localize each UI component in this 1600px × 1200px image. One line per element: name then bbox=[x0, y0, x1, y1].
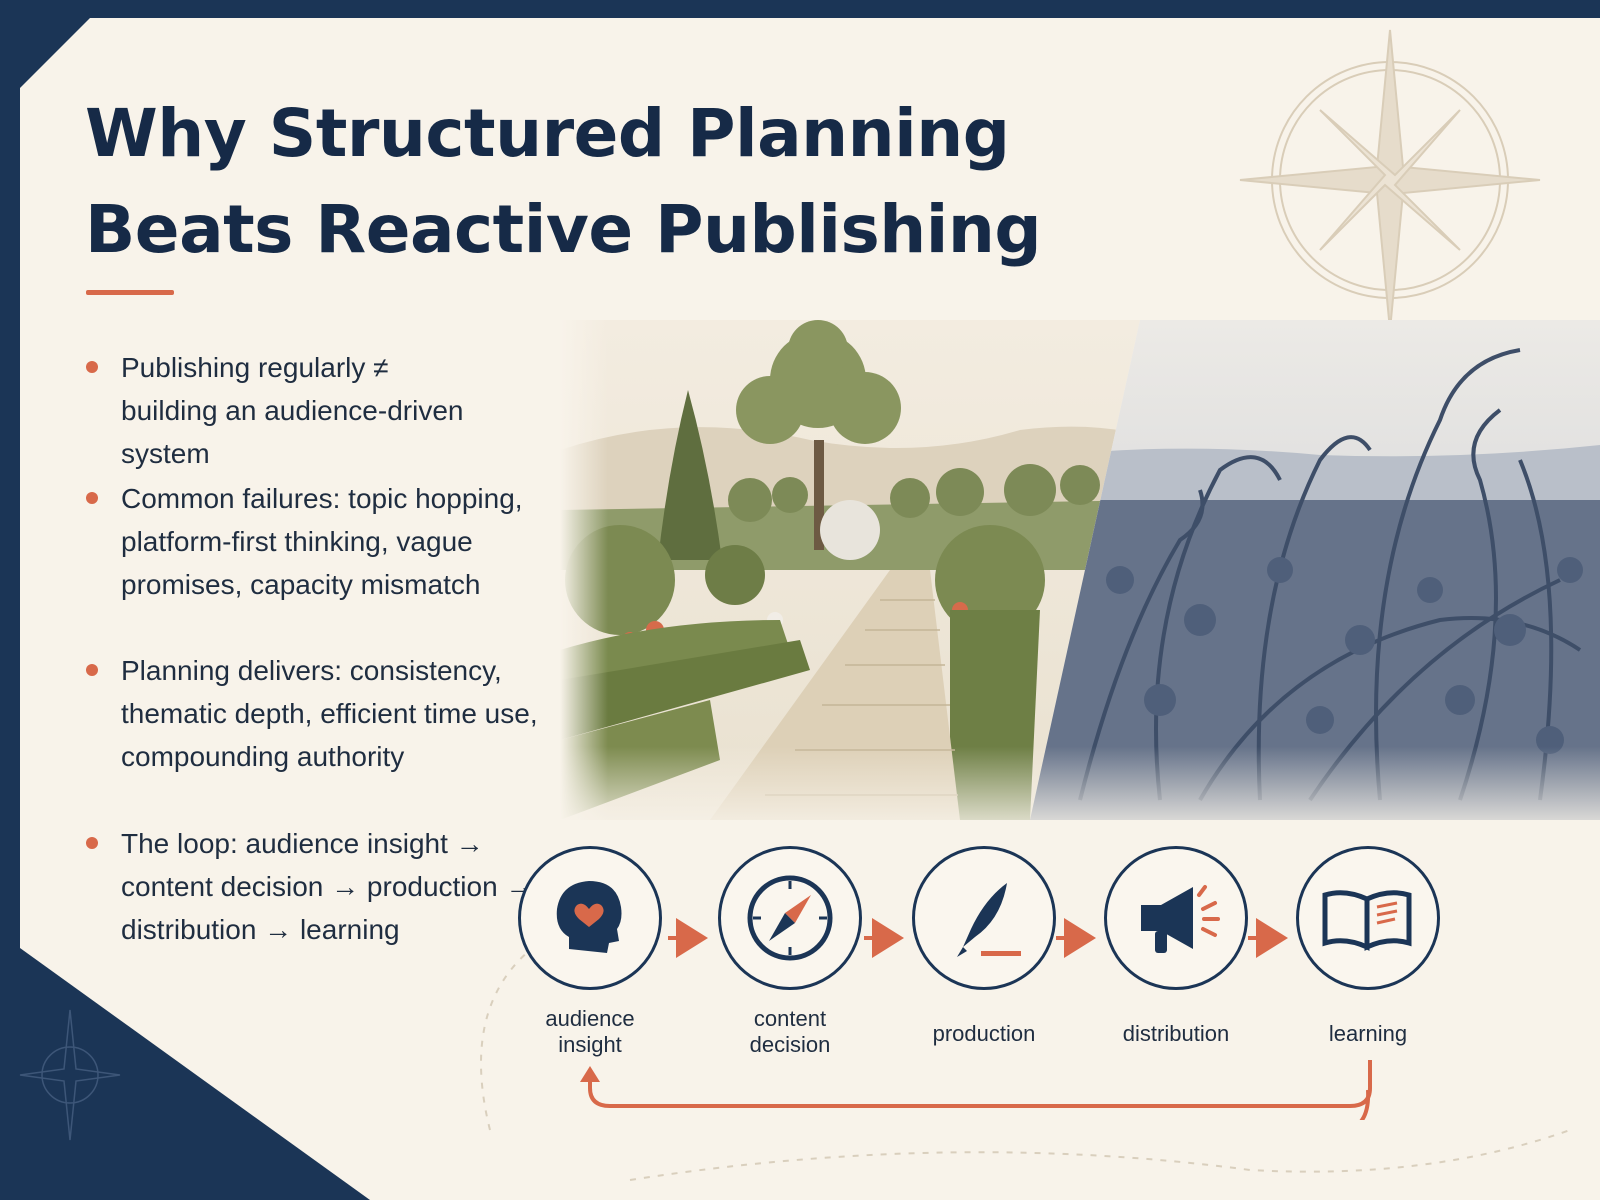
loop-step-audience-insight bbox=[518, 846, 662, 990]
compass-decoration-bottom-left bbox=[19, 1009, 121, 1141]
bullet-dot bbox=[86, 837, 98, 849]
compass-rose-decoration bbox=[1239, 29, 1541, 331]
bullet-dot bbox=[86, 492, 98, 504]
bullet-dot bbox=[86, 664, 98, 676]
bullet-item: The loop: audience insight → content dec… bbox=[86, 822, 556, 951]
quill-pen-icon bbox=[957, 883, 1021, 957]
bullet-dot bbox=[86, 361, 98, 373]
garden-vs-thicket-illustration bbox=[560, 320, 1600, 840]
compass-icon bbox=[747, 875, 833, 961]
loop-label-learning: learning bbox=[1328, 1021, 1408, 1046]
head-heart-icon bbox=[556, 881, 622, 953]
loop-label-content-decision: content decision bbox=[749, 1006, 831, 1057]
slide-title: Why Structured Planning Beats Reactive P… bbox=[85, 95, 1042, 268]
title-underline bbox=[86, 290, 174, 295]
loop-label-audience-insight: audience insight bbox=[545, 1006, 635, 1057]
loop-step-learning bbox=[1296, 846, 1440, 990]
bullet-item: Planning delivers: consistency, thematic… bbox=[86, 649, 556, 778]
bullet-text: Publishing regularly ≠ building an audie… bbox=[121, 352, 464, 469]
megaphone-icon bbox=[1141, 885, 1220, 953]
loop-label-production: production bbox=[932, 1021, 1036, 1046]
loop-label-distribution: distribution bbox=[1122, 1021, 1230, 1046]
open-book-icon bbox=[1322, 890, 1412, 951]
bullet-item: Publishing regularly ≠ building an audie… bbox=[86, 346, 556, 475]
loop-step-production bbox=[912, 846, 1056, 990]
bullet-text: Common failures: topic hopping, platform… bbox=[121, 483, 523, 600]
return-arrow bbox=[580, 1060, 1372, 1108]
bullet-text: Planning delivers: consistency, thematic… bbox=[121, 655, 538, 772]
loop-step-distribution bbox=[1104, 846, 1248, 990]
loop-step-content-decision bbox=[718, 846, 862, 990]
bullet-item: Common failures: topic hopping, platform… bbox=[86, 477, 556, 606]
bullet-text: The loop: audience insight → content dec… bbox=[121, 828, 534, 945]
dashed-loop-path bbox=[480, 949, 1571, 1181]
